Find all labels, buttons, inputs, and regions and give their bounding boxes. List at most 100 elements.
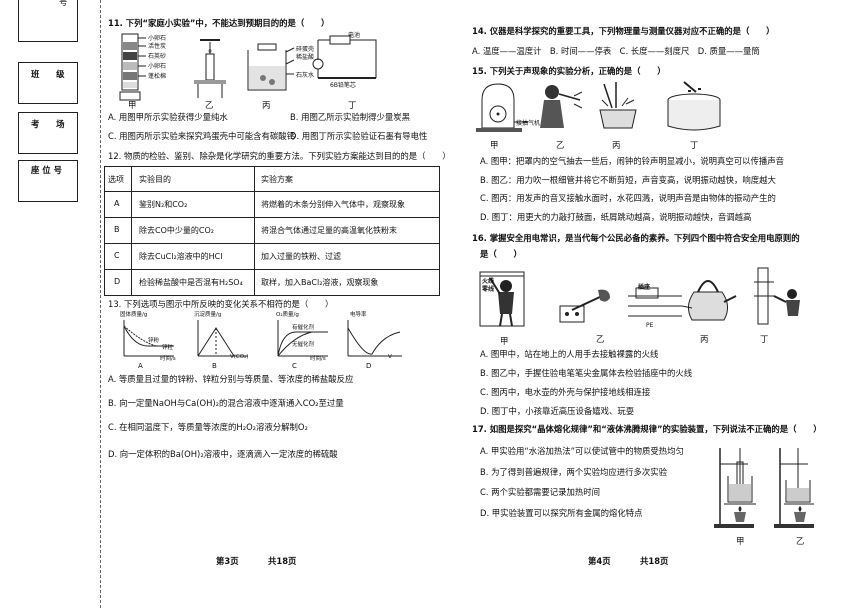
- page3-footer-total: 共18页: [268, 556, 297, 566]
- table-cell: 检验稀盐酸中是否混有H₂SO₄: [139, 278, 243, 287]
- graph-d: [347, 320, 402, 357]
- q15-option-b: B. 图乙：用力吹一根细管并将它不断剪短，声音变高，说明振动越快，响度越大: [480, 175, 776, 185]
- graph-a: [123, 320, 174, 357]
- table-cell: 除去CuCl₂溶液中的HCl: [139, 252, 223, 261]
- q17-fig-label-yi: 乙: [796, 536, 805, 546]
- q11-option-a: A. 用图甲所示实验获得少量纯水: [108, 112, 228, 122]
- sidebar-top-box: 号: [18, 0, 78, 42]
- q13-graph-label-d: D: [366, 362, 372, 370]
- q11-jia-part-2: 活性炭: [148, 43, 167, 50]
- table-cell: 加入过量的铁粉、过滤: [261, 252, 341, 261]
- q11-jia-part-3: 石英砂: [148, 53, 167, 60]
- q11-bing-part-2: 稀盐酸: [296, 54, 315, 61]
- ding-drum: [667, 81, 721, 131]
- q13-graph-a-note-1: 锌粉: [148, 338, 160, 344]
- q15-fig-label-bing: 丙: [612, 140, 621, 150]
- q15-fig-label-jia: 甲: [490, 140, 499, 150]
- q15-fig-note: 接抽气机: [516, 120, 541, 127]
- q16-option-d: D. 图丁中，小孩靠近高压设备嬉戏、玩耍: [480, 406, 635, 416]
- q15-fig-label-ding: 丁: [690, 140, 699, 150]
- q13-graph-label-b: B: [212, 362, 217, 370]
- q15-stem: 15. 下列关于声现象的实验分析，正确的是（ ）: [472, 66, 666, 76]
- table-header-option: 选项: [108, 175, 124, 184]
- q16-option-c: C. 图丙中，电水壶的外壳与保护接地线相连接: [480, 387, 651, 397]
- q13-graph-b-xlabel: V(CO₂): [230, 354, 249, 360]
- q15-fig-label-yi: 乙: [556, 140, 565, 150]
- q13-graphs: [123, 320, 402, 357]
- sidebar-top-fragment: 号: [59, 0, 68, 7]
- q13-graph-c-xlabel: 时间/s: [310, 356, 326, 362]
- binding-sidebar: 号 班 级 考 场 座 位 号: [0, 0, 100, 608]
- table-header-purpose: 实验目的: [139, 175, 171, 184]
- q17-fig-label-jia: 甲: [736, 536, 745, 546]
- table-row-divider: [105, 243, 439, 244]
- q11-option-b: B. 用图乙所示实验制得少量炭黑: [290, 112, 410, 122]
- q13-graph-a-note-2: 锌粒: [162, 345, 174, 351]
- q11-bing-part-1: 碎蛋壳: [296, 46, 315, 53]
- yi-person-straw: [540, 85, 583, 128]
- q16-stem-line2: 是（ ）: [480, 249, 522, 259]
- seat-number-label: 座 位 号: [31, 165, 62, 175]
- bing-tuning-fork: [599, 82, 637, 129]
- q13-graph-b-ylabel: 沉淀质量/g: [194, 312, 222, 318]
- bing-kettle-wires: [628, 280, 737, 321]
- class-field-box[interactable]: 班 级: [18, 62, 78, 104]
- q17-option-d: D. 甲实验装置可以探究所有金属的熔化特点: [480, 508, 643, 518]
- table-cell: 除去CO中少量的CO₂: [139, 226, 214, 235]
- q17-option-c: C. 两个实验都需要记录加热时间: [480, 487, 601, 497]
- q11-ding-part-2: 6B铅笔芯: [330, 82, 356, 89]
- ding-high-voltage: [754, 267, 800, 325]
- q16-note-socket: 插座: [638, 284, 651, 291]
- jia-water-bath-apparatus: [714, 448, 756, 528]
- binding-line: [100, 0, 101, 608]
- table-header-plan: 实验方案: [261, 175, 293, 184]
- q16-stem-line1: 16. 掌握安全用电常识，是当代每个公民必备的素养。下列四个图中符合安全用电原则…: [472, 233, 800, 243]
- q12-table: 选项 实验目的 实验方案 A 鉴别N₂和CO₂ 将燃着的木条分别伸入气体中，观察…: [104, 166, 440, 296]
- q16-fig-label-bing: 丙: [700, 334, 709, 344]
- table-row-divider: [105, 269, 439, 270]
- table-cell: 将燃着的木条分别伸入气体中，观察现象: [261, 200, 405, 209]
- q11-fig-label-bing: 丙: [262, 100, 271, 110]
- graph-c: [277, 320, 328, 357]
- q16-figure: [479, 267, 800, 327]
- q11-jia-part-1: 小卵石: [148, 35, 167, 42]
- bing-beaker-apparatus: [247, 43, 295, 91]
- exam-room-label: 考 场: [31, 119, 65, 129]
- q17-figure: [714, 448, 814, 528]
- q16-fig-label-ding: 丁: [760, 334, 769, 344]
- q13-graph-c-note-1: 有催化剂: [292, 325, 315, 331]
- table-col-divider: [131, 167, 132, 295]
- jia-person-wire: [479, 271, 525, 327]
- q11-fig-label-yi: 乙: [205, 100, 214, 110]
- q15-option-c: C. 图丙：用发声的音叉接触水面时，水花四溅，说明声音是由物体的振动产生的: [480, 193, 776, 203]
- q13-graph-c-note-2: 无催化剂: [292, 342, 315, 348]
- yi-socket-pen: [559, 289, 610, 323]
- q17-option-a: A. 甲实验用“水浴加热法”可以使试管中的物质受热均匀: [480, 446, 684, 456]
- table-cell: 取样，加入BaCl₂溶液，观察现象: [261, 278, 379, 287]
- jia-filter-apparatus: [119, 33, 146, 101]
- page4-footer-total: 共18页: [640, 556, 669, 566]
- q15-option-a: A. 图甲：把罩内的空气抽去一些后，闹钟的铃声明显减小，说明真空可以传播声音: [480, 156, 785, 166]
- yi-boiling-apparatus: [774, 448, 814, 528]
- q11-jia-part-4: 小卵石: [148, 63, 167, 70]
- q11-option-d: D. 用图丁所示实验验证石墨有导电性: [290, 131, 428, 141]
- q11-stem: 11. 下列“家庭小实验”中，不能达到预期目的的是（ ）: [108, 18, 330, 28]
- q14-options: A. 温度——温度计 B. 时间——停表 C. 长度——刻度尺 D. 质量——量…: [472, 46, 760, 56]
- table-col-divider: [254, 167, 255, 295]
- table-row-divider: [105, 191, 439, 192]
- q11-option-c: C. 用图丙所示实验来探究鸡蛋壳中可能含有碳酸钙: [108, 131, 296, 141]
- q13-graph-label-a: A: [138, 362, 143, 370]
- q11-fig-label-jia: 甲: [128, 100, 137, 110]
- q16-note-pe: PE: [646, 322, 654, 329]
- q13-option-b: B. 向一定量NaOH与Ca(OH)₂的混合溶液中逐渐通入CO₂至过量: [108, 398, 344, 408]
- q13-stem: 13. 下列选项与图示中所反映的变化关系不相符的是（ ）: [108, 299, 334, 309]
- page3-footer-page: 第3页: [216, 556, 239, 566]
- table-cell: A: [114, 199, 120, 208]
- q16-option-b: B. 图乙中，手握住验电笔笔尖金属体去检验插座中的火线: [480, 368, 693, 378]
- jia-bell-jar: [476, 83, 528, 132]
- exam-room-field-box[interactable]: 考 场: [18, 112, 78, 154]
- table-cell: 将混合气体通过足量的高温氧化铁粉末: [261, 226, 397, 235]
- q13-graph-label-c: C: [292, 362, 297, 370]
- table-row-divider: [105, 217, 439, 218]
- seat-number-field-box[interactable]: 座 位 号: [18, 160, 78, 202]
